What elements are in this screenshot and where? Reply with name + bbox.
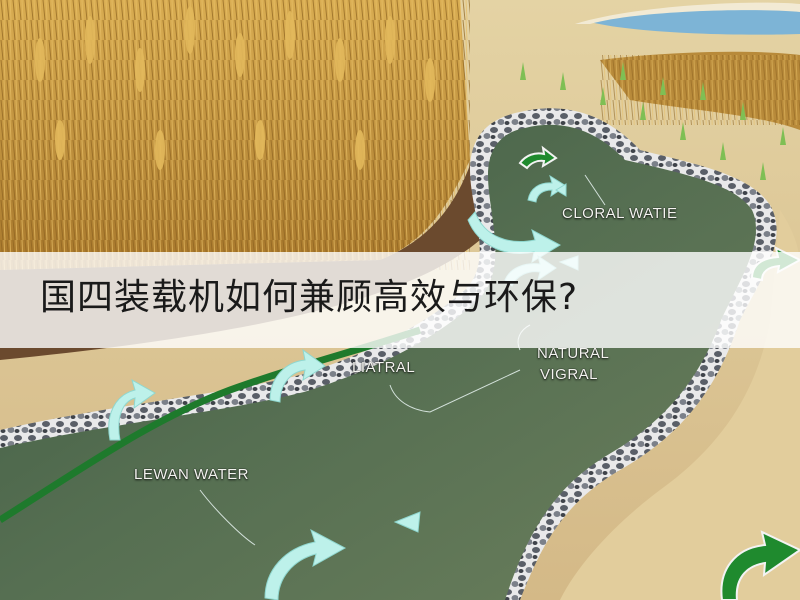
channel-green-edge	[0, 326, 422, 523]
wheat-ears	[35, 6, 435, 170]
green-arrow-icon-1	[720, 530, 800, 600]
arrow-icon-4	[269, 348, 326, 403]
arrow-icon-7	[393, 511, 421, 533]
label-cloral-water: CLORAL WATIE	[562, 205, 678, 222]
sprouts	[520, 62, 786, 180]
green-arrow-icon-3	[518, 145, 558, 170]
wheat-texture	[0, 0, 470, 270]
page-title: 国四装载机如何兼顾高效与环保?	[40, 277, 579, 318]
channel-water	[0, 124, 756, 600]
label-liatral: LIATRAL	[352, 359, 416, 376]
far-grass-texture	[600, 55, 800, 125]
distant-pool-rim	[575, 2, 800, 24]
sand-bank	[560, 210, 800, 600]
label-natural: NATURAL	[537, 345, 610, 362]
arrow-icon-6	[264, 528, 347, 600]
label-lewan-water: LEWAN WATER	[134, 466, 249, 483]
label-vigral: VIGRAL	[540, 366, 599, 383]
arrow-icon-5	[108, 378, 156, 441]
title-banner	[0, 252, 800, 348]
arrow-icon-9	[555, 183, 567, 197]
